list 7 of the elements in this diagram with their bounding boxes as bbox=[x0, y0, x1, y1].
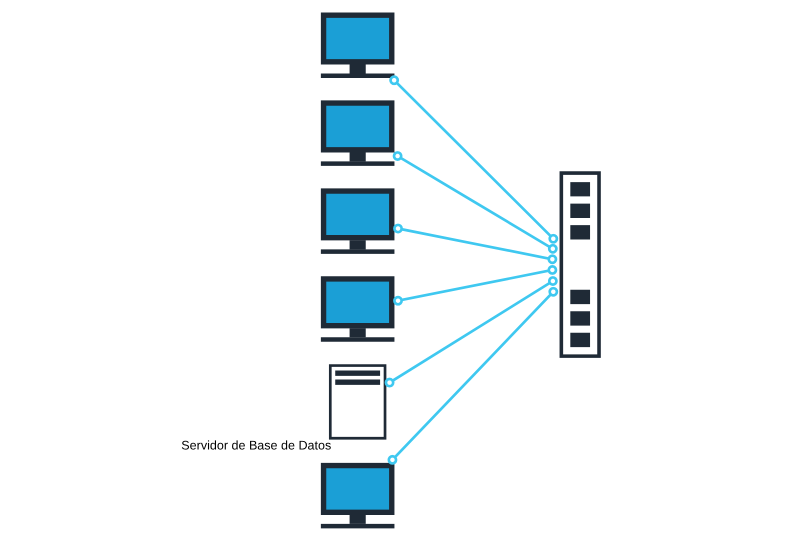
connector bbox=[389, 75, 558, 244]
node-label: Servidor de Base de Datos bbox=[181, 438, 332, 453]
connector bbox=[392, 151, 558, 254]
connector bbox=[384, 276, 558, 388]
connector bbox=[393, 265, 558, 306]
connector bbox=[393, 224, 558, 264]
connector bbox=[388, 286, 558, 465]
